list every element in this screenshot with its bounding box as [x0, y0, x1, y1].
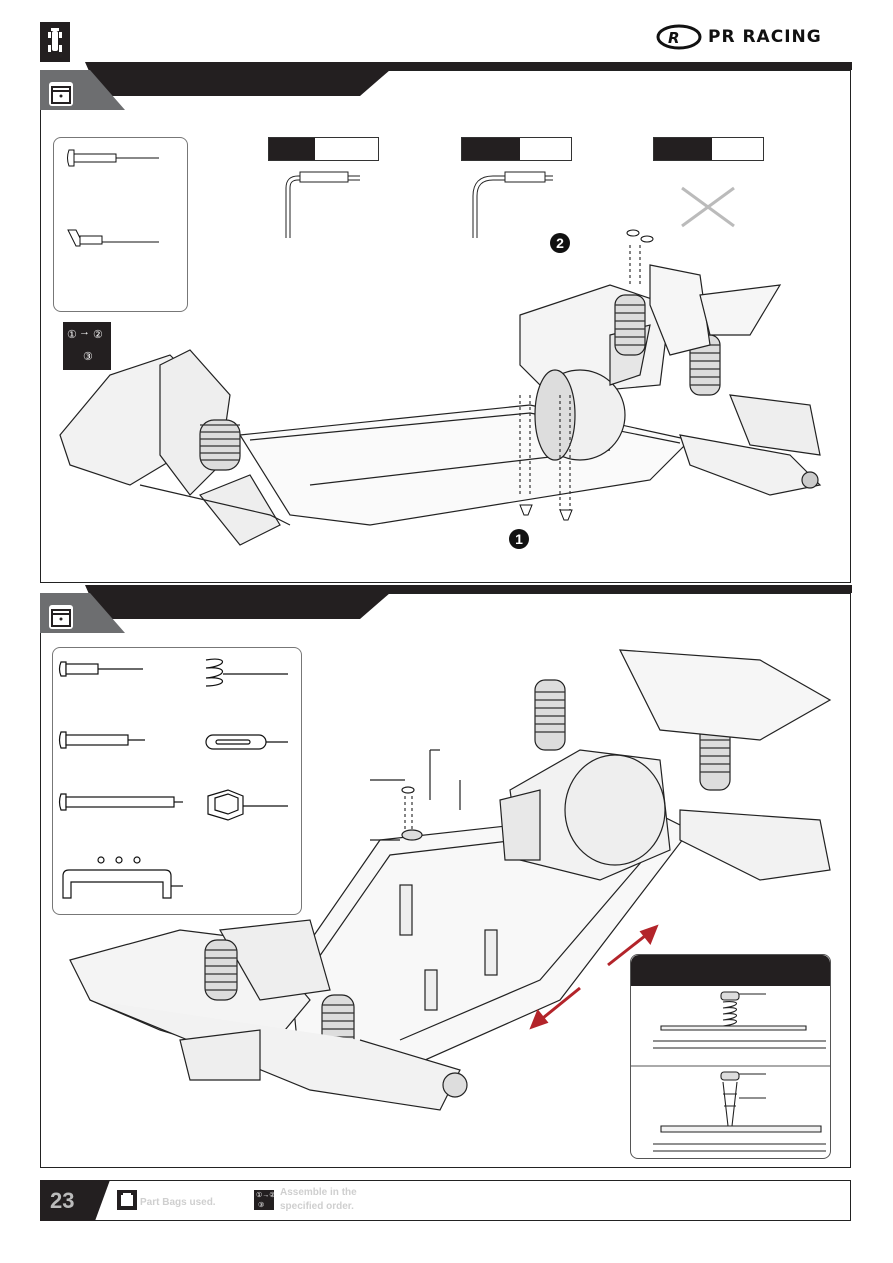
detail-top — [653, 991, 826, 1049]
bag-icon — [117, 1190, 137, 1210]
chassis-drawing-step1 — [59, 229, 822, 546]
bag-icon — [49, 605, 73, 629]
chassis-drawing-step2 — [69, 649, 832, 1111]
none-x-icon — [681, 186, 735, 228]
svg-text:R: R — [668, 29, 680, 47]
section-icon — [40, 22, 70, 62]
ball-hex-wrench-icon — [472, 171, 553, 238]
flat-head-screw — [67, 229, 159, 247]
parts-legend — [53, 137, 188, 312]
screw-icon — [519, 229, 654, 521]
assembly-order-icon: ① → ② ③ — [63, 322, 111, 370]
red-arrows — [529, 924, 659, 1030]
inset-title-bar — [631, 955, 830, 986]
medium-screw — [58, 731, 145, 749]
order-number-1: ① — [67, 329, 77, 341]
step2-frame — [40, 593, 851, 1168]
parts-legend-step2 — [52, 647, 302, 915]
brand-name: PR RACING — [708, 27, 822, 47]
tool-bar-1 — [268, 137, 379, 161]
callout-2: 2 — [550, 233, 570, 253]
detail-bottom — [653, 1071, 826, 1152]
step1-banner — [40, 62, 852, 110]
page-number: 23 — [50, 1188, 75, 1213]
slotted-link — [205, 734, 288, 750]
hex-nut — [207, 789, 288, 821]
order-label: Assemble in the specified order. — [280, 1186, 357, 1214]
page-number-tab — [40, 1180, 110, 1221]
spring — [205, 658, 288, 687]
bag-icon — [49, 82, 73, 106]
long-screw — [58, 793, 183, 811]
step2-banner — [40, 585, 852, 633]
order-label-line1: Assemble in the — [280, 1187, 357, 1198]
order-number-3: ③ — [83, 351, 93, 363]
pr-logo-icon: R — [656, 24, 702, 50]
tool-bar-2 — [461, 137, 572, 161]
button-head-screw — [67, 149, 159, 167]
brand-logo: R PR RACING — [656, 24, 822, 50]
callout-1: 1 — [509, 529, 529, 549]
short-screw — [58, 661, 143, 677]
bags-label: Part Bags used. — [140, 1197, 216, 1208]
order-number-2: ② — [93, 329, 103, 341]
order-label-line2: specified order. — [280, 1201, 354, 1212]
shim-plate — [62, 856, 183, 899]
tool-bar-3 — [653, 137, 764, 161]
hex-wrench-icon — [285, 171, 360, 238]
detail-inset — [630, 954, 831, 1159]
step1-frame — [40, 70, 851, 583]
